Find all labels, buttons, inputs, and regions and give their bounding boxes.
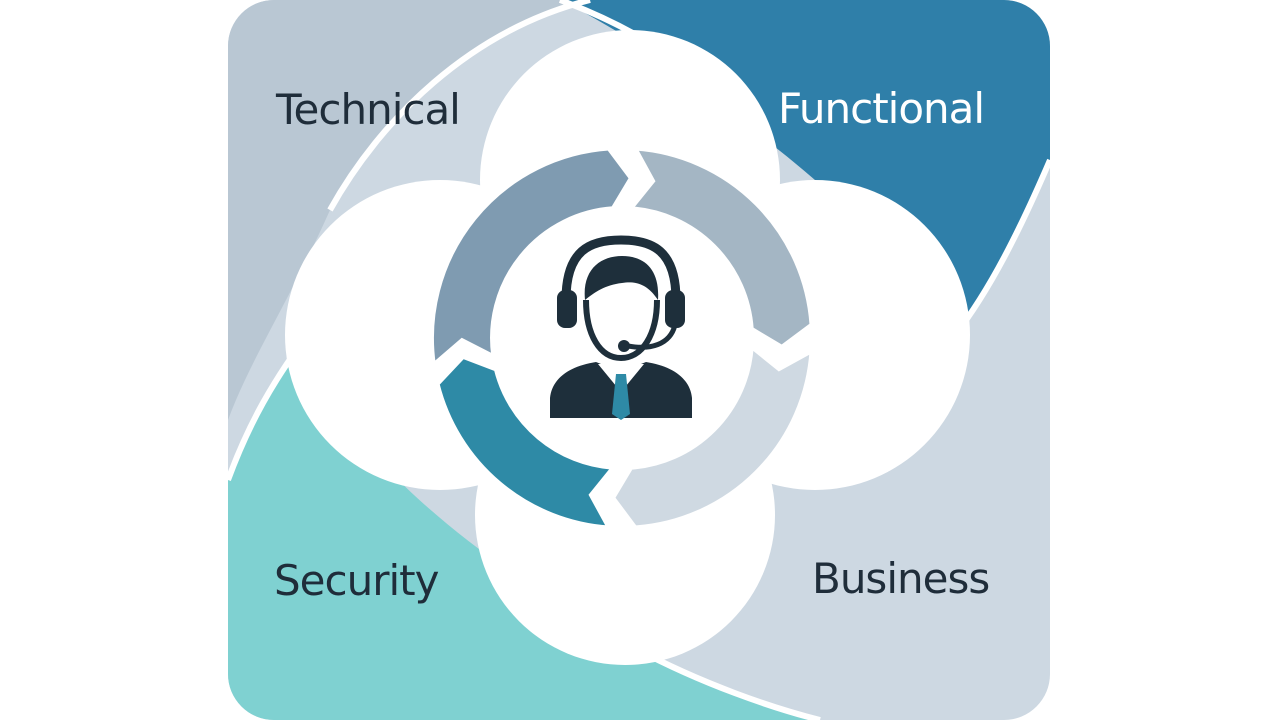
center-disc xyxy=(498,214,746,462)
technical-label: Technical xyxy=(276,85,461,134)
cycle-arrow-bottom-left xyxy=(435,354,617,530)
cycle-arrow-top-right xyxy=(627,146,814,350)
quadrant-technical xyxy=(228,0,590,420)
cycle-arrow-bottom-right xyxy=(610,343,814,530)
functional-label: Functional xyxy=(778,84,985,133)
customer-support-agent-icon xyxy=(550,235,692,420)
cycle-arrow-top-left xyxy=(430,146,634,369)
business-label: Business xyxy=(812,554,990,603)
quadrant-security xyxy=(228,345,820,720)
security-label: Security xyxy=(274,556,439,605)
